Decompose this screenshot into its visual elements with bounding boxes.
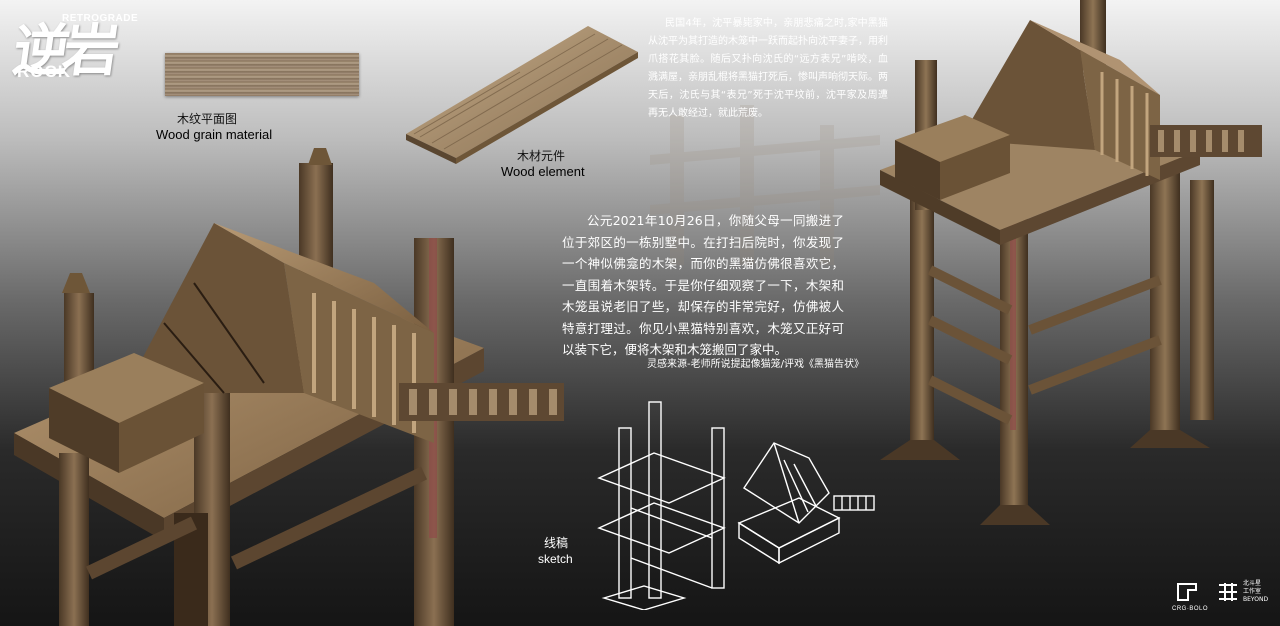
inspiration-note: 灵感来源-老师所说提起像猫笼/评戏《黑猫告状》	[647, 359, 864, 370]
element-label-cn: 木材元件	[517, 149, 566, 163]
cage-line-sketch	[597, 401, 875, 610]
studio2-line1: 北斗星	[1243, 580, 1262, 587]
sketch-label-en: sketch	[538, 552, 573, 566]
studio1-brand: CRG·BOLO	[1172, 582, 1209, 612]
cage-render-left	[14, 148, 564, 626]
studio2-line3: BEYOND	[1243, 596, 1269, 603]
story-top-paragraph: 民国4年，沈平暴毙家中，亲朋悲痛之时,家中黑猫从沈平为其打造的木笼中一跃而起扑向…	[648, 18, 888, 119]
studio2-brand: 北斗星 工作室 BEYOND	[1217, 580, 1268, 604]
studio2-line2: 工作室	[1243, 588, 1262, 595]
logo-retrograde: RETROGRADE	[62, 13, 139, 24]
wood-plank-illustration	[406, 26, 638, 164]
element-label-en: Wood element	[501, 164, 585, 179]
cage-render-right	[880, 0, 1262, 525]
logo-rock: ROCK	[17, 62, 72, 81]
ghost-structure-background	[650, 105, 880, 265]
sketch-label-cn: 线稿	[544, 536, 569, 550]
studio1-text: CRG·BOLO	[1172, 606, 1209, 612]
grain-label-cn: 木纹平面图	[177, 112, 238, 126]
wood-grain-swatch	[165, 53, 359, 96]
story-main-paragraph: 公元2021年10月26日，你随父母一同搬进了位于郊区的一栋别墅中。在打扫后院时…	[562, 213, 844, 357]
grain-label-en: Wood grain material	[156, 127, 273, 142]
cg-studio-logo-icon	[1177, 583, 1197, 601]
beidou-studio-logo-icon	[1219, 583, 1237, 601]
